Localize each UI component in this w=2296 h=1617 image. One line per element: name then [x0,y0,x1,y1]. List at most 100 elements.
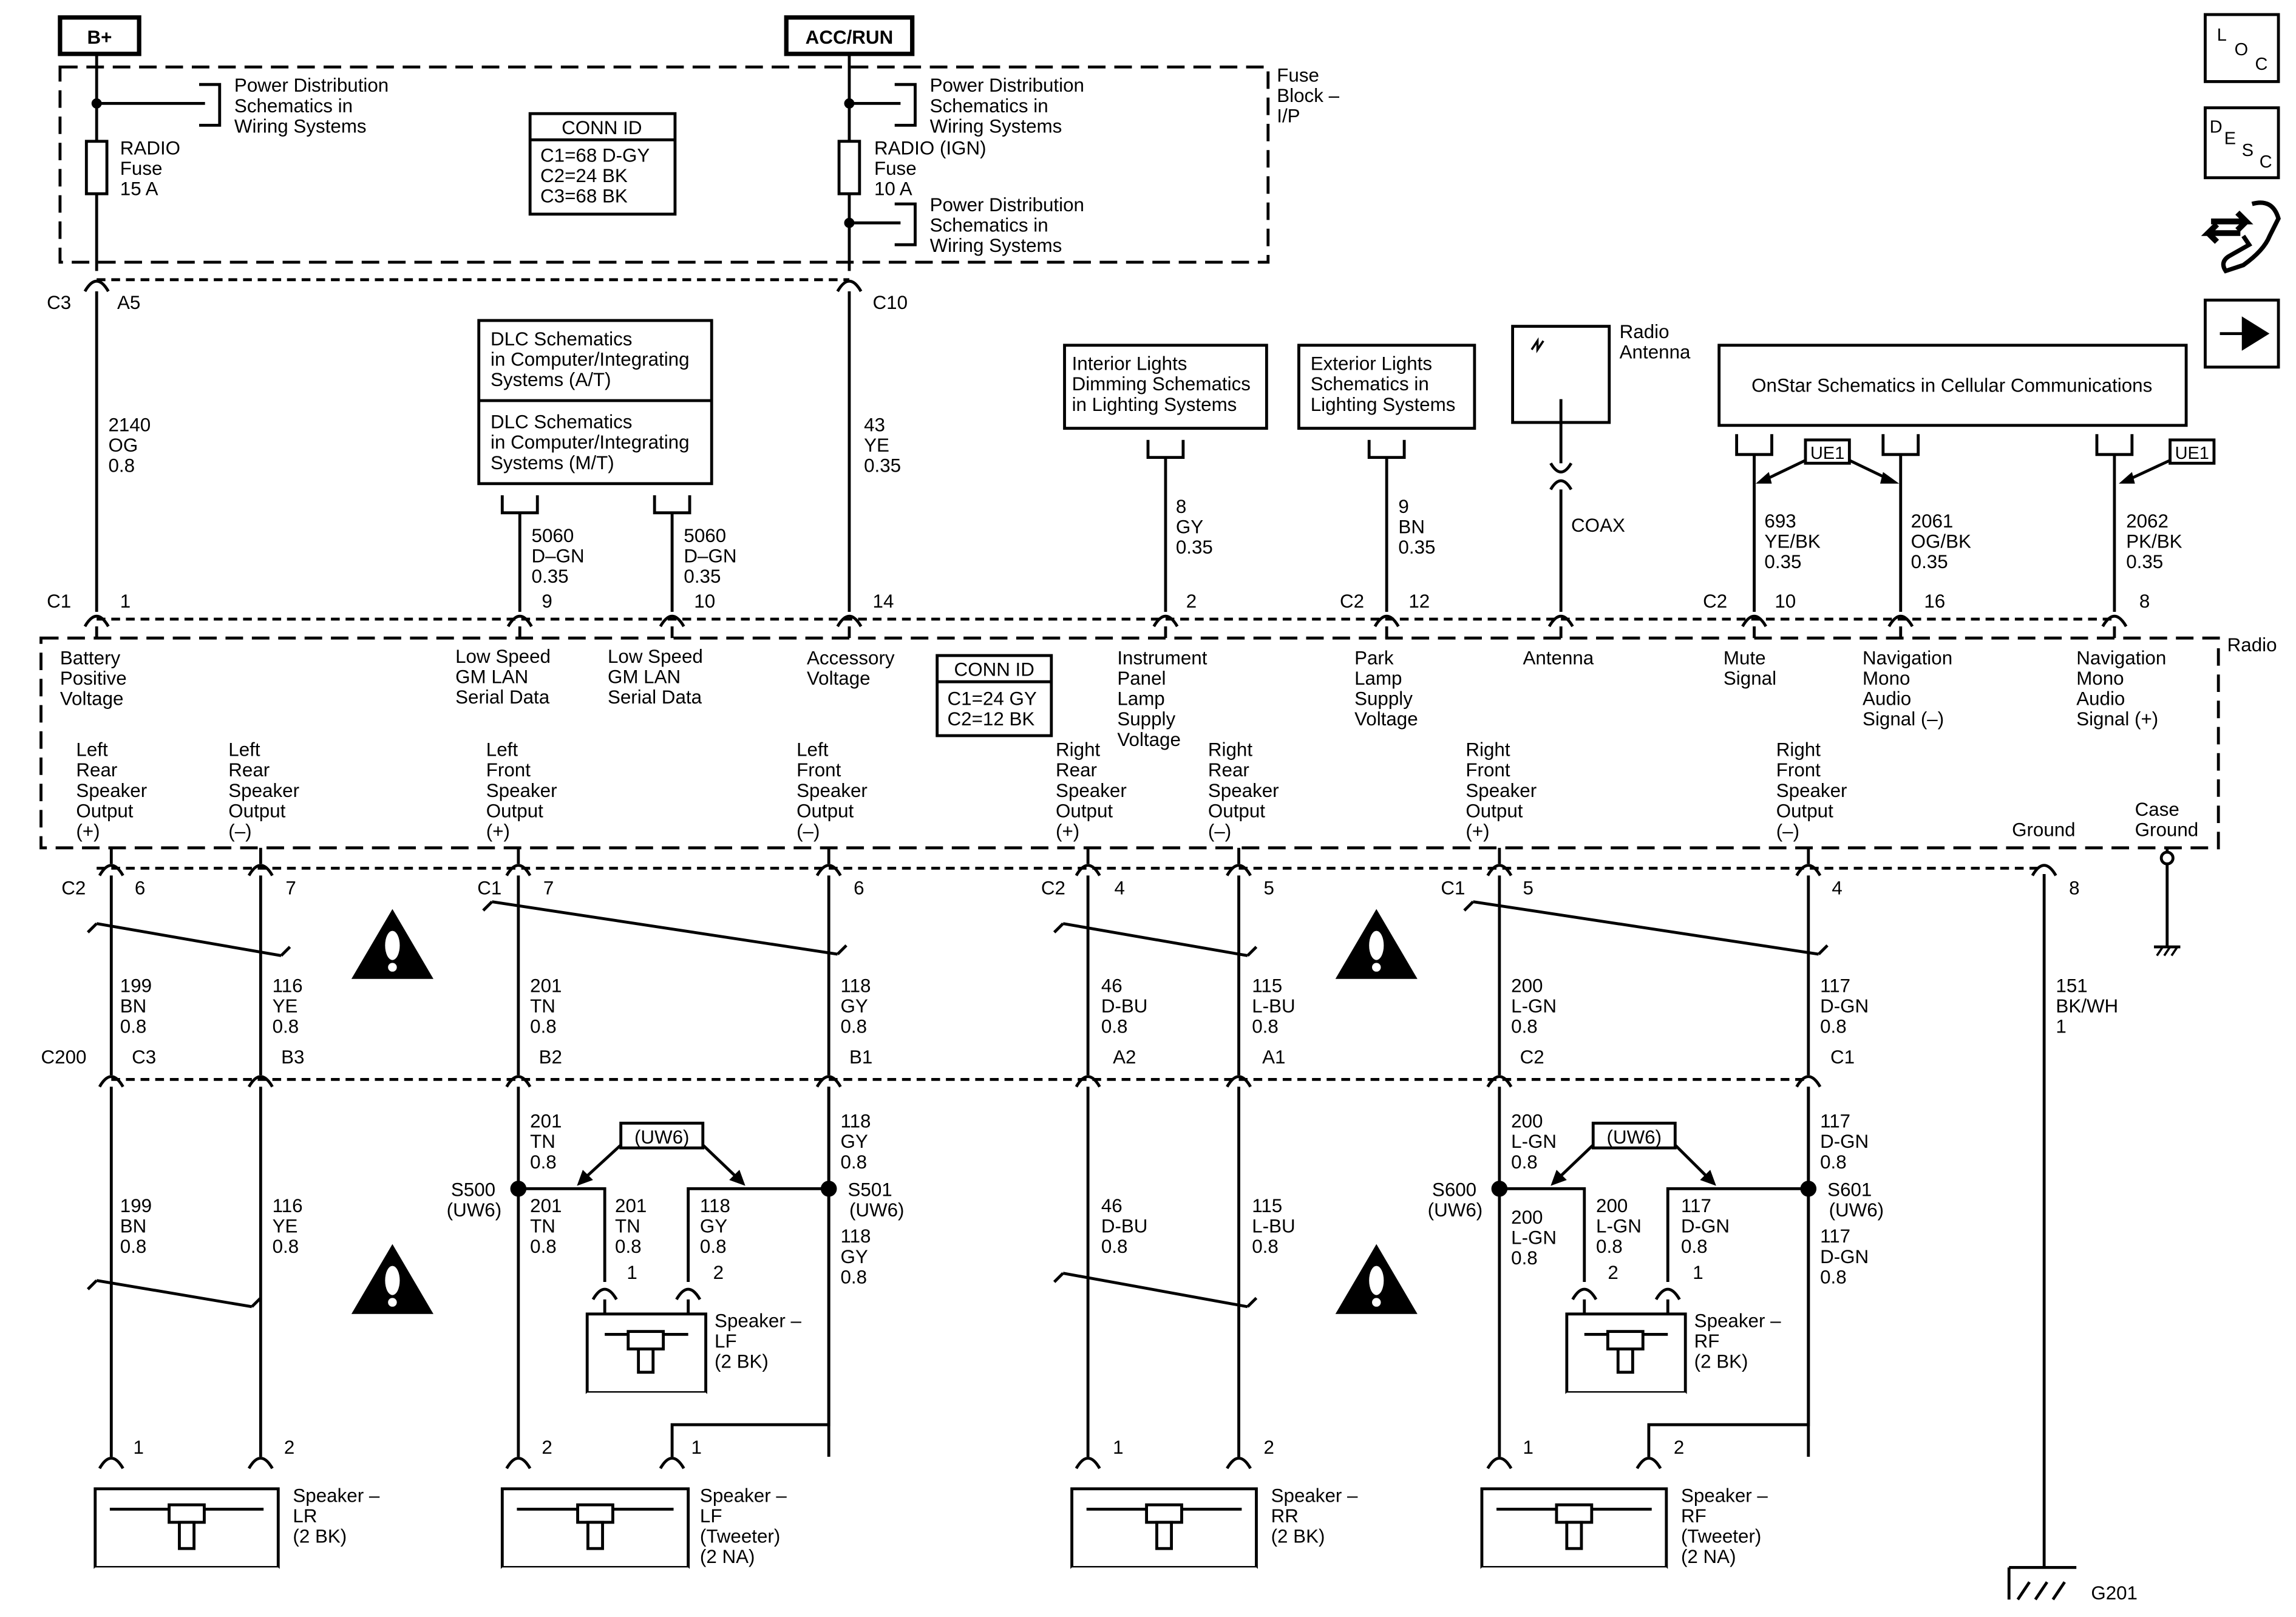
pin-c2a: C2 [1340,591,1364,612]
c200-b3: B3 [281,1046,304,1068]
loc-button[interactable]: L O C [2204,13,2280,83]
wire-118-branch [687,1187,829,1282]
c200-a1: A1 [1262,1046,1285,1068]
next-arrow-button[interactable] [2204,299,2280,369]
socket [1571,1287,1598,1301]
lower-c2b: C2 [1041,878,1065,899]
socket [1226,1075,1252,1088]
socket [1486,864,1513,876]
c200-a2: A2 [1113,1046,1136,1068]
case-ground-symbol [2154,847,2181,957]
fuse-block-outline [58,66,1270,264]
radio-conn-id-box [936,654,1053,737]
speaker-magnet [1555,1503,1594,1524]
pin-1: 1 [120,591,131,612]
speaker-base [1051,1567,1277,1588]
loc-o: O [2235,40,2249,59]
socket [2031,864,2057,876]
pin-10: 10 [694,591,715,612]
socket [815,864,842,876]
lower-c1a: C1 [477,878,501,899]
speaker-base [75,1567,299,1588]
speaker-stem [1155,1520,1173,1550]
g201-label: G201 [2091,1582,2138,1604]
splices: S500(UW6) S501(UW6) S600(UW6) S601(UW6) … [447,1122,1884,1221]
radio-outline [39,636,2220,850]
lower-p6: 6 [135,878,145,899]
lower-p5: 5 [1264,878,1274,899]
socket [83,615,110,628]
desc-s: S [2242,141,2254,160]
fuse-conn-id-title: CONN ID [562,117,642,138]
lr-pin2: 2 [284,1437,294,1458]
c200-label: C200 [41,1046,87,1068]
wire-117-branch [1666,1187,1809,1282]
onstar-ref-text[interactable]: OnStar Schematics in Cellular Communicat… [1751,375,2152,396]
arrow-right-icon [2220,316,2270,351]
lf-tw-pin2: 2 [542,1437,552,1458]
lower-p4b: 4 [1832,878,1842,899]
fuse-conn-id-box [528,112,677,216]
uw6-tag-right: (UW6) [1607,1127,1662,1148]
desc-c: C [2260,152,2272,172]
socket [1226,1457,1252,1470]
speaker-magnet [576,1503,614,1524]
lower-p5b: 5 [1523,878,1533,899]
warning-icon [351,1244,433,1314]
repair-icon[interactable] [2201,200,2281,274]
bplus-label: B+ [87,27,112,48]
radio-fuse [84,140,109,195]
socket [1075,1457,1101,1470]
accrun-label: ACC/RUN [806,27,894,48]
ue1-tag-2: UE1 [2175,444,2209,463]
pin-16: 16 [1924,591,1945,612]
speaker-rf-tw-label: Speaker –RF(Tweeter)(2 NA) [1681,1485,1768,1567]
warnings [351,909,1418,1314]
socket [505,864,532,876]
socket [675,1287,702,1301]
a5-label: A5 [117,292,140,313]
warning-icon [1335,1244,1418,1314]
socket [659,1457,685,1470]
loc-l: L [2217,25,2227,45]
rr-pin2: 2 [1264,1437,1274,1458]
socket [836,615,863,628]
lower-p7b: 7 [543,878,554,899]
lf-tw-pin1: 1 [691,1437,701,1458]
pin-9: 9 [542,591,552,612]
wire-117-tweeter [1647,1086,1810,1457]
s600-label: S600(UW6) [1428,1179,1483,1221]
desc-button[interactable]: D E S C [2204,106,2280,180]
socket [815,1075,842,1088]
pin-c1: C1 [47,591,71,612]
speaker-base [1461,1567,1687,1588]
bplus-box [58,15,141,56]
lower-c2a: C2 [61,878,86,899]
socket [1486,1457,1513,1470]
